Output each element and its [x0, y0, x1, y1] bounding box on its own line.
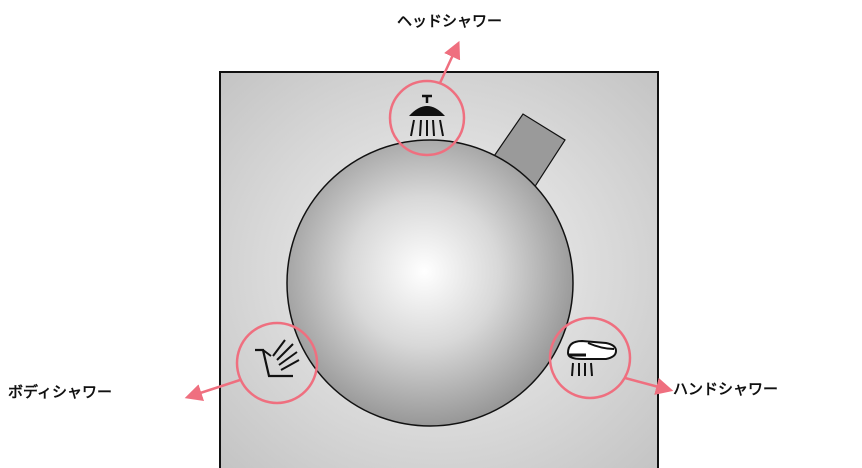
hand-shower-label: ハンドシャワー	[673, 380, 779, 398]
head-shower-highlight	[388, 79, 466, 157]
body-shower-label: ボディシャワー	[8, 383, 112, 401]
body-shower-highlight	[235, 321, 319, 405]
head-shower-arrow	[438, 40, 461, 84]
hand-shower-arrow	[624, 376, 674, 395]
hand-shower-icon	[566, 339, 618, 377]
hand-shower-highlight	[548, 316, 632, 400]
head-shower-label: ヘッドシャワー	[397, 12, 503, 30]
head-shower-icon	[409, 94, 445, 137]
selector-knob[interactable]	[286, 139, 574, 427]
body-shower-arrow	[184, 378, 241, 401]
body-shower-icon	[255, 339, 300, 378]
